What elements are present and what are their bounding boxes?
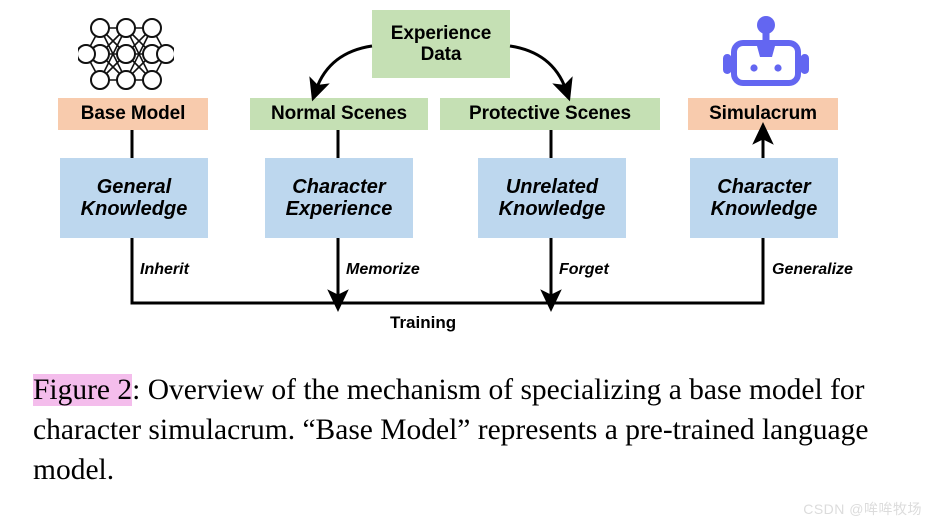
general-knowledge-box[interactable]: General Knowledge <box>60 158 208 238</box>
csdn-watermark: CSDN @哞哞牧场 <box>803 501 922 517</box>
training-label: Training <box>390 313 457 332</box>
simulacrum-box[interactable]: Simulacrum <box>688 98 838 130</box>
neural-network-icon <box>78 18 174 90</box>
figure-diagram: Experience Data Base Model Normal Scenes… <box>58 10 853 332</box>
curve-to-protective-scenes <box>509 44 573 102</box>
character-knowledge-box[interactable]: Character Knowledge <box>690 158 838 238</box>
robot-icon <box>723 16 809 86</box>
figure-caption: Figure 2: Overview of the mechanism of s… <box>33 370 913 490</box>
experience-data-box[interactable]: Experience Data <box>372 10 510 78</box>
unrelated-knowledge-box[interactable]: Unrelated Knowledge <box>478 158 626 238</box>
edge-label-inherit: Inherit <box>140 261 189 278</box>
curve-to-normal-scenes <box>309 44 373 102</box>
caption-figure-tag: Figure 2 <box>33 374 133 406</box>
training-bus-left <box>130 238 765 305</box>
normal-scenes-box[interactable]: Normal Scenes <box>250 98 428 130</box>
edge-label-memorize: Memorize <box>346 261 420 278</box>
protective-scenes-box[interactable]: Protective Scenes <box>440 98 660 130</box>
edge-label-forget: Forget <box>559 261 609 278</box>
character-experience-box[interactable]: Character Experience <box>265 158 413 238</box>
caption-text: : Overview of the mechanism of specializ… <box>33 374 869 486</box>
base-model-box[interactable]: Base Model <box>58 98 208 130</box>
edge-label-generalize: Generalize <box>772 261 853 278</box>
